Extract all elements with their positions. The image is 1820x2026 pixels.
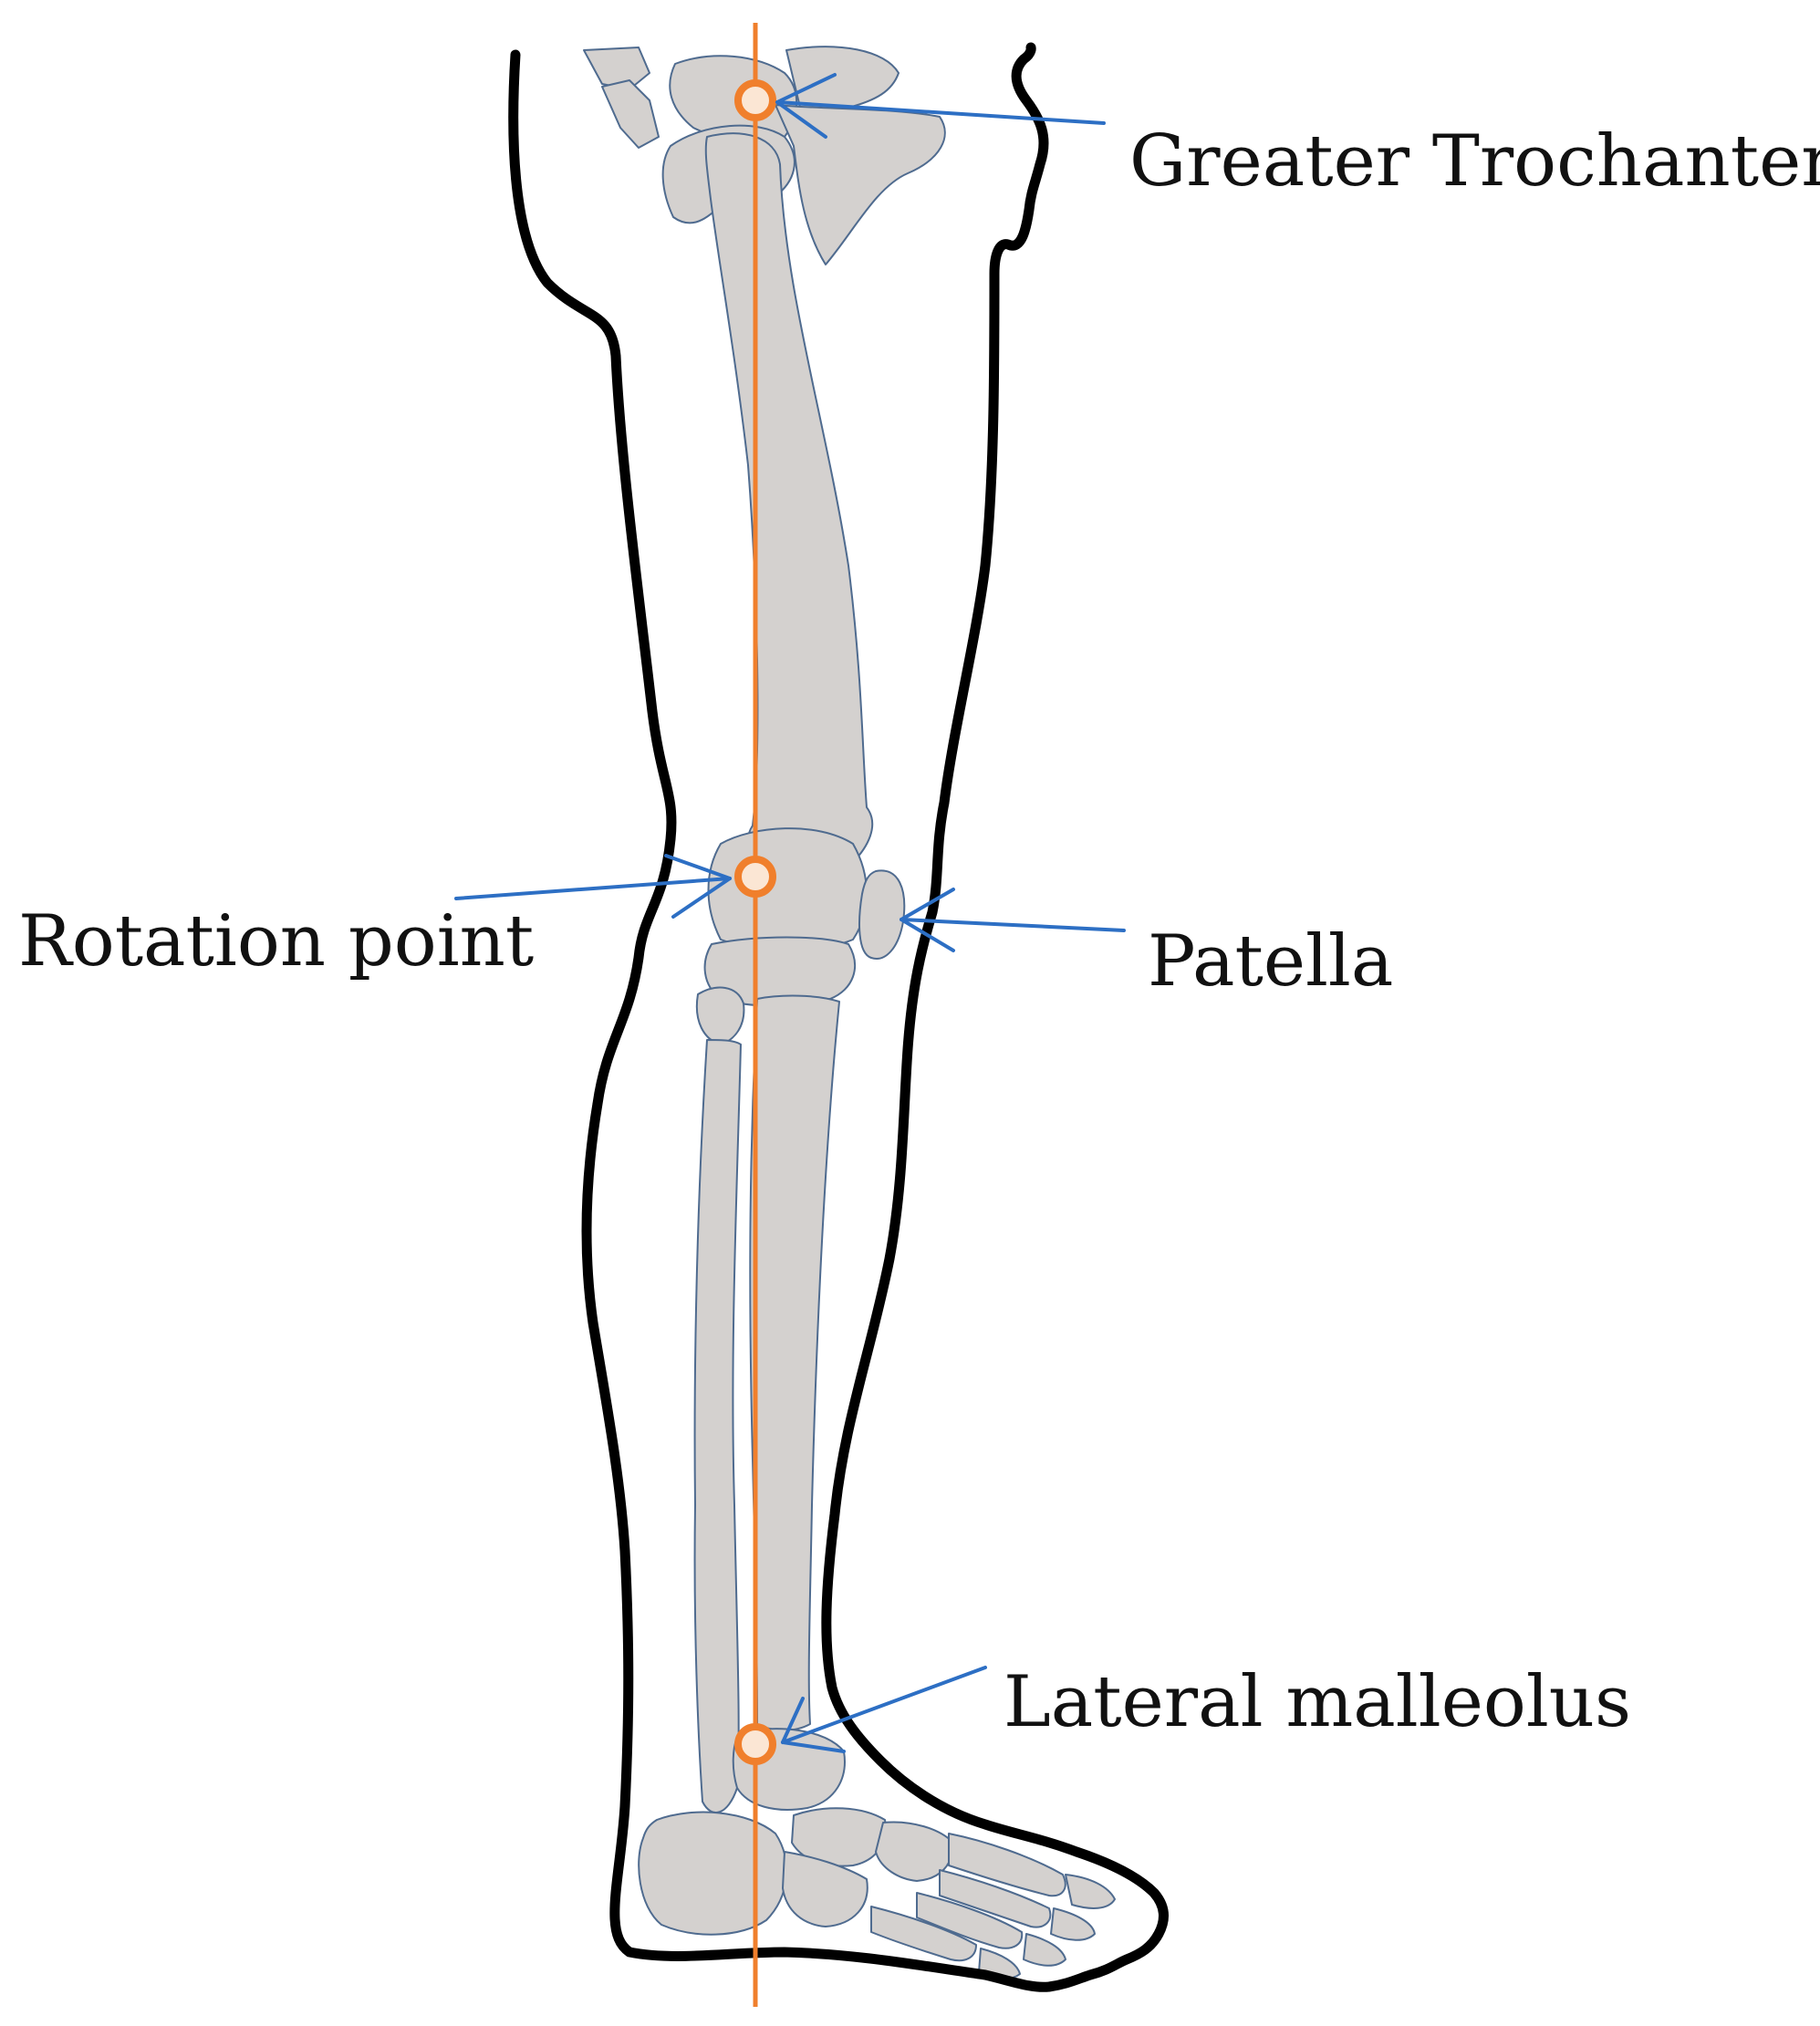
pubis — [775, 105, 945, 265]
label-lateral-malleolus: Lateral malleolus — [1004, 1661, 1631, 1743]
marker-lateral-malleolus — [738, 1727, 773, 1761]
toe-phalanx-3 — [1024, 1934, 1066, 1966]
marker-rotation-point — [738, 859, 773, 894]
marker-greater-trochanter — [738, 83, 773, 118]
toe-phalanx-1 — [1066, 1875, 1115, 1908]
label-greater-trochanter: Greater Trochanter — [1129, 120, 1820, 203]
patella-bone — [859, 870, 904, 959]
fibula-head — [697, 988, 744, 1044]
femur-shaft — [706, 133, 872, 871]
label-rotation-point: Rotation point — [18, 900, 534, 982]
femur-distal-condyle — [709, 828, 868, 950]
calcaneus — [639, 1813, 786, 1935]
pointer-lateral-malleolus-line — [783, 1668, 985, 1742]
pointer-rotation-point-line — [456, 878, 730, 899]
fibula-shaft — [695, 1040, 741, 1813]
pointer-patella-line — [901, 919, 1124, 930]
toe-phalanx-2 — [1051, 1908, 1095, 1940]
pelvis-fragment-left-lower — [602, 80, 659, 148]
label-patella: Patella — [1148, 920, 1393, 1003]
